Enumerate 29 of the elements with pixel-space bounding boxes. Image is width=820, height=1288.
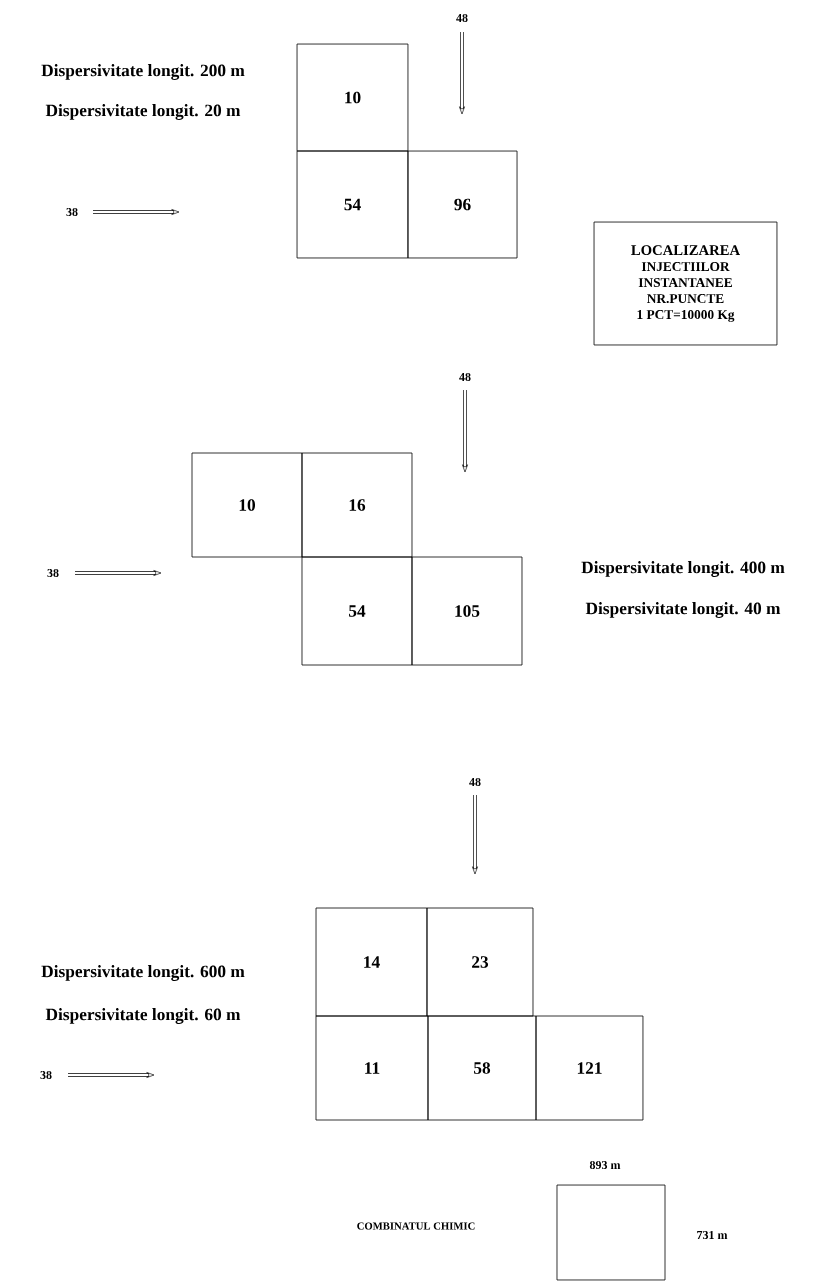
- grid-cell: 14: [315, 907, 428, 1017]
- label-text: Dispersivitate longit. 200 m: [41, 64, 245, 80]
- legend-box: LOCALIZAREA INJECTIILOR INSTANTANEE NR.PUNCTE 1 PCT=10000 Kg: [593, 221, 778, 346]
- grid-cell: 23: [426, 907, 534, 1017]
- label-text: Dispersivitate longit. 40 m: [585, 602, 781, 618]
- label-text: Dispersivitate longit. 20 m: [45, 104, 241, 120]
- grid-cell: 16: [301, 452, 413, 558]
- grid-cell: 58: [427, 1015, 537, 1121]
- label-text: 38: [66, 207, 78, 217]
- grid-cell: 96: [407, 150, 518, 259]
- label-text: Dispersivitate longit. 60 m: [45, 1008, 241, 1024]
- grid-cell: 10: [191, 452, 303, 558]
- grid-cell: 54: [301, 556, 413, 666]
- grid-cell: 54: [296, 150, 409, 259]
- label-text: 48: [469, 777, 481, 787]
- grid-cell: 121: [535, 1015, 644, 1121]
- label-text: 731 m: [697, 1230, 728, 1240]
- label-text: 38: [47, 568, 59, 578]
- grid-cell: 10: [296, 43, 409, 152]
- label-text: 48: [456, 13, 468, 23]
- label-text: COMBINATUL CHIMIC: [357, 1222, 475, 1230]
- label-text: 38: [40, 1070, 52, 1080]
- grid-cell: 105: [411, 556, 523, 666]
- label-text: 48: [459, 372, 471, 382]
- label-text: Dispersivitate longit. 400 m: [581, 561, 785, 577]
- grid-cell: 11: [315, 1015, 429, 1121]
- label-text: 893 m: [589, 1160, 621, 1170]
- site-box: [556, 1184, 666, 1281]
- label-text: Dispersivitate longit. 600 m: [41, 965, 245, 981]
